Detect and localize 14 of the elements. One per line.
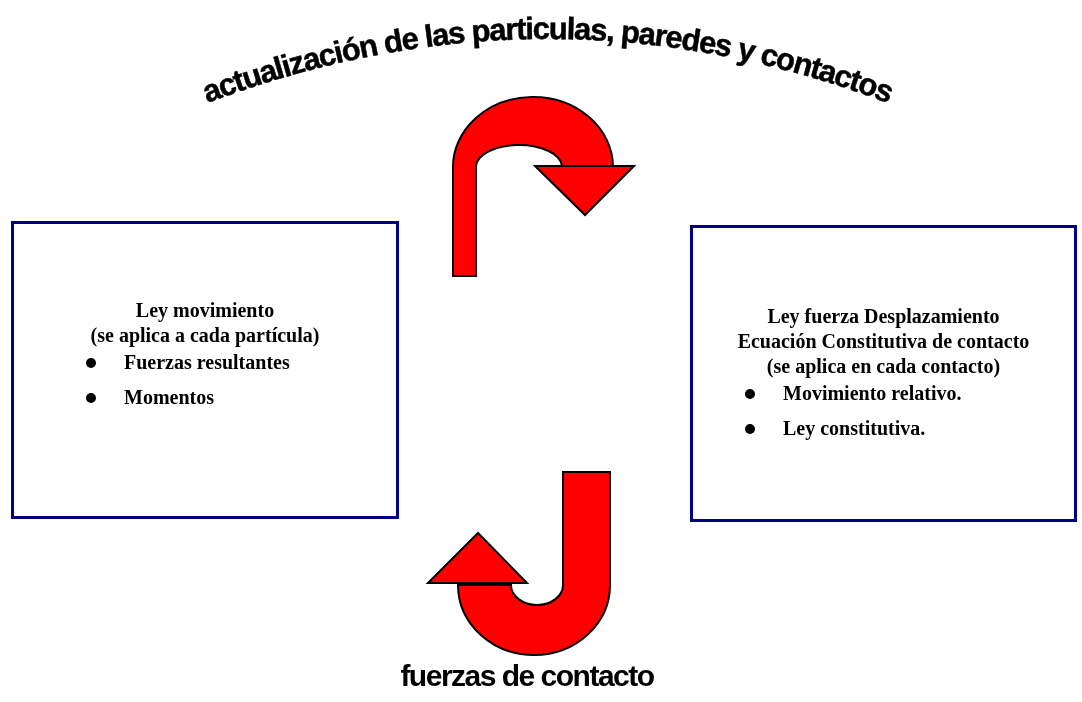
box-heading: (se aplica en cada contacto) — [765, 354, 1002, 379]
bullet-text: Movimiento relativo. — [783, 381, 962, 406]
bullet-text: Momentos — [124, 385, 214, 410]
box-heading: Ecuación Constitutiva de contacto — [736, 329, 1031, 354]
box-heading: (se aplica a cada partícula) — [89, 323, 321, 348]
box-heading: Ley fuerza Desplazamiento — [766, 304, 1001, 329]
box-heading: Ley movimiento — [134, 298, 276, 323]
u-turn-arrow — [427, 471, 611, 656]
text-box — [690, 225, 1077, 522]
u-turn-arrow — [452, 96, 635, 277]
edge-label: fuerzas de contacto — [399, 658, 655, 694]
text-box — [11, 221, 399, 519]
bullet-text: Fuerzas resultantes — [124, 350, 290, 375]
bullet-text: Ley constitutiva. — [783, 416, 926, 441]
